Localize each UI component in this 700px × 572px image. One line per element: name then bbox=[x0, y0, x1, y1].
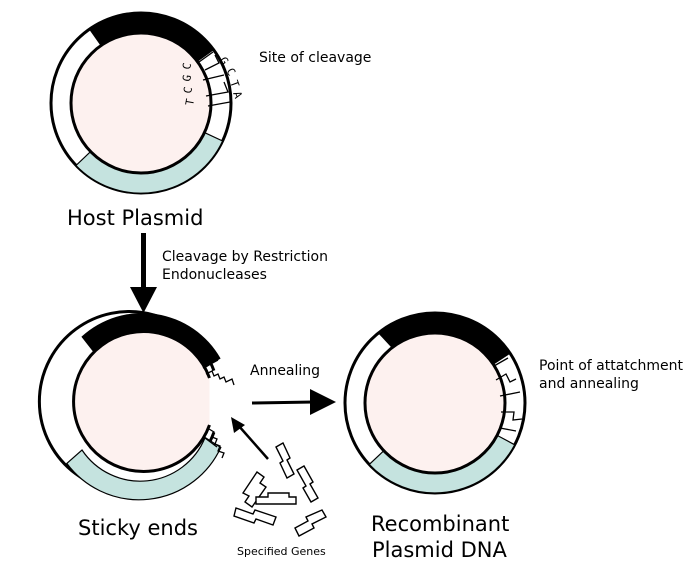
cleavage-label-line1: Cleavage by Restriction bbox=[162, 249, 328, 265]
seq-bottom-1: C bbox=[181, 86, 195, 95]
cleavage-arrow-shaft bbox=[141, 233, 146, 288]
gene-fragment-4 bbox=[255, 492, 297, 505]
seq-top-3: A bbox=[230, 90, 245, 101]
recombinant-label-line2: Plasmid DNA bbox=[372, 538, 507, 562]
cleavage-arrow-head bbox=[130, 287, 157, 313]
sticky-ends-label: Sticky ends bbox=[78, 516, 198, 540]
seq-bottom-0: T bbox=[183, 97, 197, 106]
host-plasmid-black-gene-segment bbox=[89, 12, 214, 62]
recombinant-plasmid-black-gene-segment bbox=[378, 313, 511, 365]
cleavage-label-line2: Endonucleases bbox=[162, 267, 267, 283]
recombinant-label-line1: Recombinant bbox=[371, 512, 510, 536]
annealing-arrow-shaft bbox=[251, 400, 315, 405]
recombinant-attachment-points bbox=[493, 357, 523, 432]
sticky-plasmid-black-gene-segment bbox=[81, 313, 221, 370]
annealing-label: Annealing bbox=[250, 363, 321, 379]
specified-genes-label: Specified Genes bbox=[237, 545, 326, 558]
annealing-arrow bbox=[251, 389, 336, 415]
seq-bottom-3: C bbox=[180, 62, 194, 71]
genes-to-plasmid-arrow-shaft bbox=[237, 424, 269, 460]
sticky-plasmid-interior bbox=[72, 330, 211, 473]
recombinant-plasmid bbox=[343, 311, 527, 495]
host-plasmid-interior bbox=[69, 31, 213, 175]
specified-gene-fragments bbox=[233, 442, 327, 537]
gene-fragment-1 bbox=[275, 442, 295, 479]
gene-fragment-6 bbox=[294, 509, 327, 537]
host-plasmid bbox=[49, 11, 233, 195]
site-of-cleavage-label: Site of cleavage bbox=[259, 50, 372, 66]
gene-fragment-5 bbox=[233, 507, 277, 526]
sticky-end-top bbox=[202, 359, 235, 386]
sticky-end-bottom bbox=[204, 428, 225, 459]
annealing-arrow-head bbox=[310, 389, 336, 415]
genes-to-plasmid-arrow-head bbox=[231, 417, 245, 433]
cleavage-arrow bbox=[130, 233, 157, 313]
sticky-plasmid-teal-segment bbox=[65, 436, 222, 501]
point-of-attachment-line1: Point of attatchment bbox=[539, 358, 683, 374]
host-plasmid-restriction-site bbox=[198, 51, 231, 107]
seq-bottom-2: G bbox=[180, 74, 194, 83]
point-of-attachment-line2: and annealing bbox=[539, 376, 639, 392]
seq-top-2: T bbox=[227, 79, 242, 90]
host-plasmid-label: Host Plasmid bbox=[67, 206, 204, 230]
recombinant-plasmid-interior bbox=[363, 331, 507, 475]
sticky-ends-plasmid bbox=[37, 310, 235, 501]
gene-fragment-3 bbox=[241, 471, 267, 508]
gene-fragment-2 bbox=[296, 465, 319, 503]
